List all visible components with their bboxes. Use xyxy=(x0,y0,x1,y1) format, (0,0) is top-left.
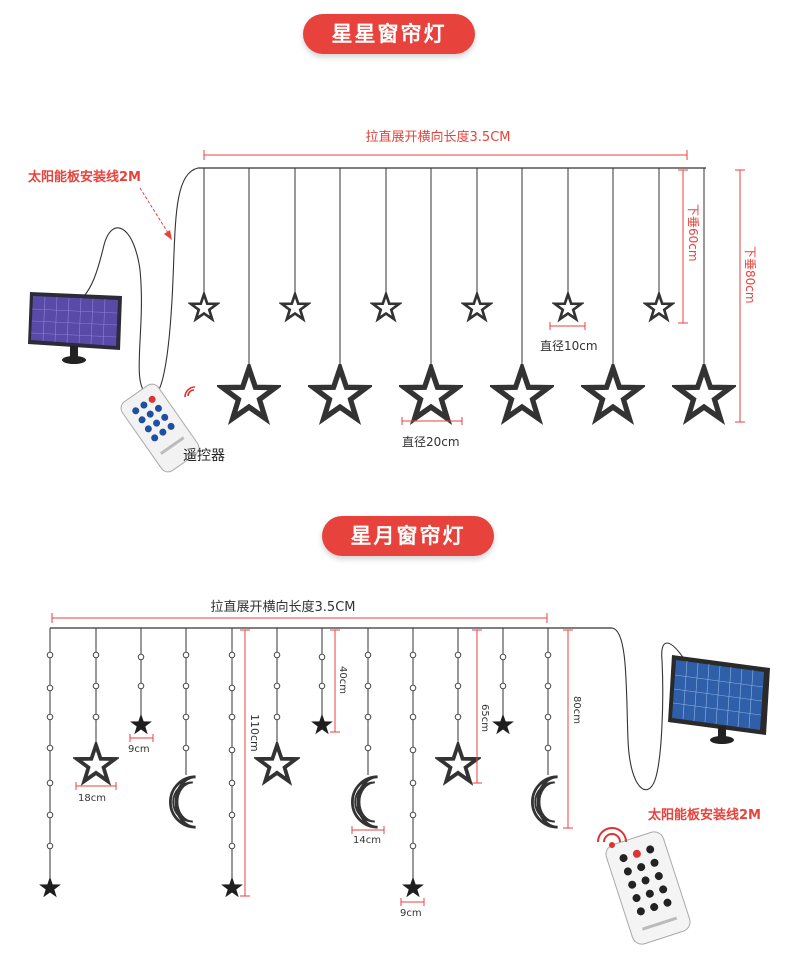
signal-icon-2 xyxy=(597,827,627,843)
section2-title: 星月窗帘灯 xyxy=(322,516,494,556)
section2-diagram: 拉直展开横向长度3.5CM xyxy=(39,599,770,945)
small-star-diameter xyxy=(549,322,586,330)
solar-arrow-1 xyxy=(139,187,171,237)
section1-title: 星星窗帘灯 xyxy=(303,14,475,54)
small-star-2 xyxy=(279,292,311,322)
solid-star-6 xyxy=(402,876,424,898)
drop80-dimension xyxy=(735,169,745,423)
label-40cm: 40cm xyxy=(337,666,348,694)
big-star-diameter xyxy=(401,417,463,425)
dim-18cm xyxy=(75,782,117,790)
small-star-4 xyxy=(461,292,493,322)
label-18cm: 18cm xyxy=(78,793,106,804)
small-star-diameter-label: 直径10cm xyxy=(540,339,598,353)
span-label-2: 拉直展开横向长度3.5CM xyxy=(211,599,356,615)
dim-110cm xyxy=(240,629,250,897)
solid-star-5 xyxy=(221,876,243,898)
remote-label: 遥控器 xyxy=(183,448,225,464)
big-star-5 xyxy=(582,364,644,423)
label-65cm: 65cm xyxy=(479,704,490,732)
drops-2 xyxy=(49,628,549,880)
span-dimension-2 xyxy=(51,613,548,623)
small-star-6 xyxy=(643,292,675,322)
big-star-2 xyxy=(309,364,371,423)
drop60-dimension xyxy=(678,169,688,324)
label-9cm-a: 9cm xyxy=(128,744,150,755)
solar-panel-1 xyxy=(28,292,122,364)
solid-star-1 xyxy=(130,713,152,735)
bulbs-2 xyxy=(46,651,552,850)
remote-control-1 xyxy=(120,383,200,473)
big-star-4 xyxy=(491,364,553,423)
dim-14cm xyxy=(351,826,385,834)
solid-star-2 xyxy=(311,713,333,735)
big-star-6 xyxy=(673,364,735,423)
span-dimension-1 xyxy=(203,150,688,160)
moon-3 xyxy=(531,775,559,829)
solid-star-4 xyxy=(39,876,61,898)
hollow-star-2 xyxy=(254,742,300,784)
big-star-diameter-label: 直径20cm xyxy=(402,435,460,449)
span-label-1: 拉直展开横向长度3.5CM xyxy=(366,129,511,145)
moon-1 xyxy=(168,775,198,829)
dim-80cm xyxy=(563,629,573,829)
label-110cm: 110cm xyxy=(248,714,261,752)
solar-cable-1 xyxy=(79,167,199,398)
solar-cable-2 xyxy=(611,627,691,791)
signal-icon-1 xyxy=(184,386,196,398)
dim-9cm-a xyxy=(129,734,154,742)
hollow-star-3 xyxy=(435,742,481,784)
label-9cm-b: 9cm xyxy=(400,908,422,919)
remote-control-2 xyxy=(605,831,691,945)
small-star-3 xyxy=(370,292,402,322)
small-star-5 xyxy=(552,292,584,322)
solid-star-3 xyxy=(492,713,514,735)
hollow-star-1 xyxy=(73,742,119,784)
drops-1 xyxy=(203,168,705,367)
dim-40cm xyxy=(330,629,340,733)
drop80-label: 下垂80cm xyxy=(743,246,757,304)
small-star-1 xyxy=(188,292,220,322)
drop60-label: 下垂60cm xyxy=(686,204,700,262)
solar-label-2: 太阳能板安装线2M xyxy=(647,807,761,823)
dim-9cm-b xyxy=(400,898,425,906)
label-80cm: 80cm xyxy=(571,696,582,724)
big-star-3 xyxy=(400,364,462,423)
solar-label-1: 太阳能板安装线2M xyxy=(27,169,141,185)
dim-65cm xyxy=(472,629,482,784)
big-star-1 xyxy=(218,364,280,423)
label-14cm: 14cm xyxy=(353,835,381,846)
solar-panel-2 xyxy=(668,655,770,744)
section1-diagram: 拉直展开横向长度3.5CM 太阳能板安装线2M xyxy=(27,129,757,473)
moon-2 xyxy=(350,775,380,829)
